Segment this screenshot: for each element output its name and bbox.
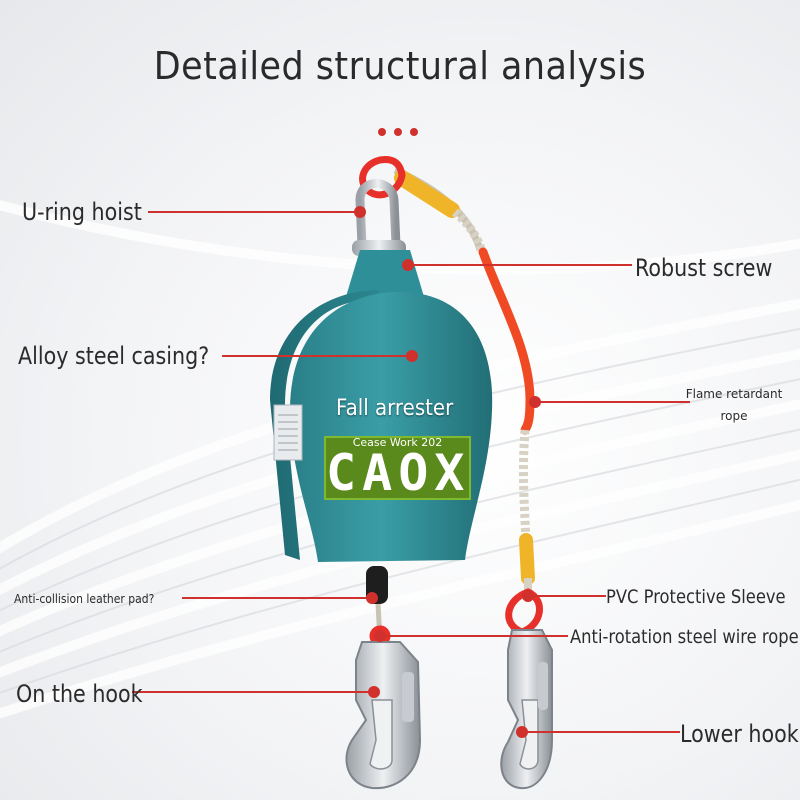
dot — [410, 128, 418, 136]
label-alloy-steel-casing: Alloy steel casing? — [18, 342, 210, 370]
label-flame-retardant-rope: Flame retardant rope — [685, 387, 783, 423]
shackle — [355, 179, 401, 246]
page-title: Detailed structural analysis — [153, 44, 647, 88]
twisted-rope-lower — [518, 429, 531, 541]
label-on-the-hook: On the hook — [16, 680, 143, 708]
dot — [394, 128, 402, 136]
right-hook — [500, 629, 553, 790]
label-u-ring-hoist: U-ring hoist — [22, 198, 142, 226]
label-robust-screw: Robust screw — [635, 254, 773, 282]
brand-logo-box: Cease Work 202 CAOX — [324, 436, 471, 502]
dot — [378, 128, 386, 136]
label-pvc-sleeve: PVC Protective Sleeve — [606, 586, 786, 608]
yellow-sleeve-top — [394, 170, 460, 218]
label-anti-collision-pad: Anti-collision leather pad? — [14, 592, 155, 606]
product-name: Fall arrester — [336, 396, 454, 421]
brand-subtitle: Cease Work 202 — [352, 436, 443, 449]
label-anti-rotation-rope: Anti-rotation steel wire rope — [570, 626, 799, 648]
casing-main — [290, 292, 493, 562]
yellow-sleeve-bottom — [519, 533, 535, 585]
casing-sticker — [273, 404, 303, 461]
brand-logo: CAOX — [326, 444, 471, 502]
orange-rope — [478, 247, 535, 435]
decorative-dots — [378, 128, 418, 136]
label-lower-hook: Lower hook — [680, 720, 799, 748]
left-hook — [345, 641, 422, 790]
